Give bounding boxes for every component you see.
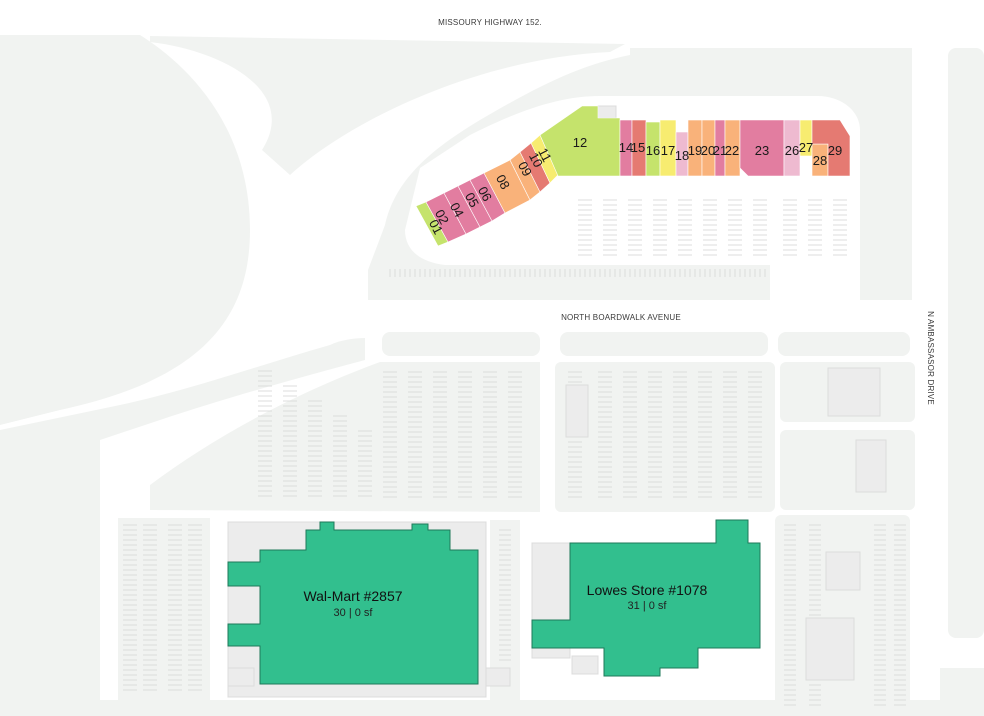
mid-parking-2: [560, 332, 768, 356]
unit-label-02: 02: [432, 207, 452, 227]
main-parking-west: [150, 362, 540, 512]
east-outparcel-2: [855, 439, 887, 493]
far-west-strip: [0, 620, 20, 716]
unit-label-06: 06: [475, 184, 495, 204]
east-parking-south: [780, 430, 915, 510]
unit-label-11: 11: [535, 145, 555, 164]
south-road-lot: [100, 700, 940, 716]
unit-23[interactable]: [739, 119, 785, 177]
loading-dock-lowes: [571, 655, 599, 675]
unit-label-27: 27: [799, 140, 813, 155]
unit-label-28: 28: [813, 153, 827, 168]
unit-label-29: 29: [828, 143, 842, 158]
anchor-walmart[interactable]: Wal-Mart #2857 30 | 0 sf: [227, 521, 479, 685]
unit-label-04: 04: [447, 200, 467, 220]
unit-label-26: 26: [785, 143, 799, 158]
lowes-building[interactable]: [531, 519, 761, 677]
unit-label-20: 20: [701, 143, 715, 158]
unit-label-09: 09: [515, 159, 535, 179]
unit-label-05: 05: [462, 190, 482, 210]
parking-stripes: [123, 199, 906, 706]
unit-12[interactable]: [539, 105, 621, 177]
road-label-north: MISSOURY HIGHWAY 152.: [438, 18, 542, 27]
southeast-outparcel-1: [825, 551, 861, 591]
northwest-ramp: [0, 40, 238, 408]
strip-center: [415, 105, 851, 247]
unit-29[interactable]: [811, 119, 851, 177]
unit-label-16: 16: [646, 143, 660, 158]
unit-label-14: 14: [619, 140, 633, 155]
west-parking: [118, 518, 210, 700]
unit-label-08: 08: [493, 172, 513, 192]
loading-dock-north: [597, 105, 617, 119]
walmart-building[interactable]: [227, 521, 479, 685]
ground-areas: [0, 35, 984, 716]
lowes-name: Lowes Store #1078: [587, 582, 708, 598]
walmart-sub: 30 | 0 sf: [334, 607, 374, 619]
unit-label-19: 19: [688, 143, 702, 158]
main-parking-east: [555, 362, 775, 512]
unit-label-12: 12: [573, 135, 587, 150]
southeast-lot: [940, 668, 984, 716]
lowes-sub: 31 | 0 sf: [628, 600, 668, 612]
kiosk-building: [565, 384, 589, 438]
anchor-lowes[interactable]: Lowes Store #1078 31 | 0 sf: [531, 519, 761, 677]
unit-label-15: 15: [631, 140, 645, 155]
unit-label-22: 22: [725, 143, 739, 158]
west-lower-lot: [0, 338, 365, 716]
unit-label-17: 17: [661, 143, 675, 158]
southeast-outparcel-2: [805, 617, 855, 681]
unit-label-01: 01: [426, 217, 446, 237]
unit-label-10: 10: [526, 150, 546, 170]
east-road-lot: [948, 48, 984, 638]
road-label-east: N AMBASSASOR DRIVE: [926, 311, 935, 405]
walmart-name: Wal-Mart #2857: [303, 588, 402, 604]
unit-labels: 01 02 04 05 06 08 09 10 11 12 14 15 16 1…: [426, 135, 842, 237]
unit-label-21: 21: [713, 143, 727, 158]
unit-label-23: 23: [755, 143, 769, 158]
mid-parking-1: [382, 332, 540, 356]
loading-dock-walmart: [227, 667, 255, 687]
road-label-middle: NORTH BOARDWALK AVENUE: [561, 313, 681, 322]
unit-label-18: 18: [675, 148, 689, 163]
east-outparcel-1: [827, 367, 881, 417]
north-strip-lot: [368, 48, 912, 300]
loading-dock-south: [485, 667, 511, 687]
north-band: [150, 36, 625, 175]
mid-parking-3: [778, 332, 910, 356]
